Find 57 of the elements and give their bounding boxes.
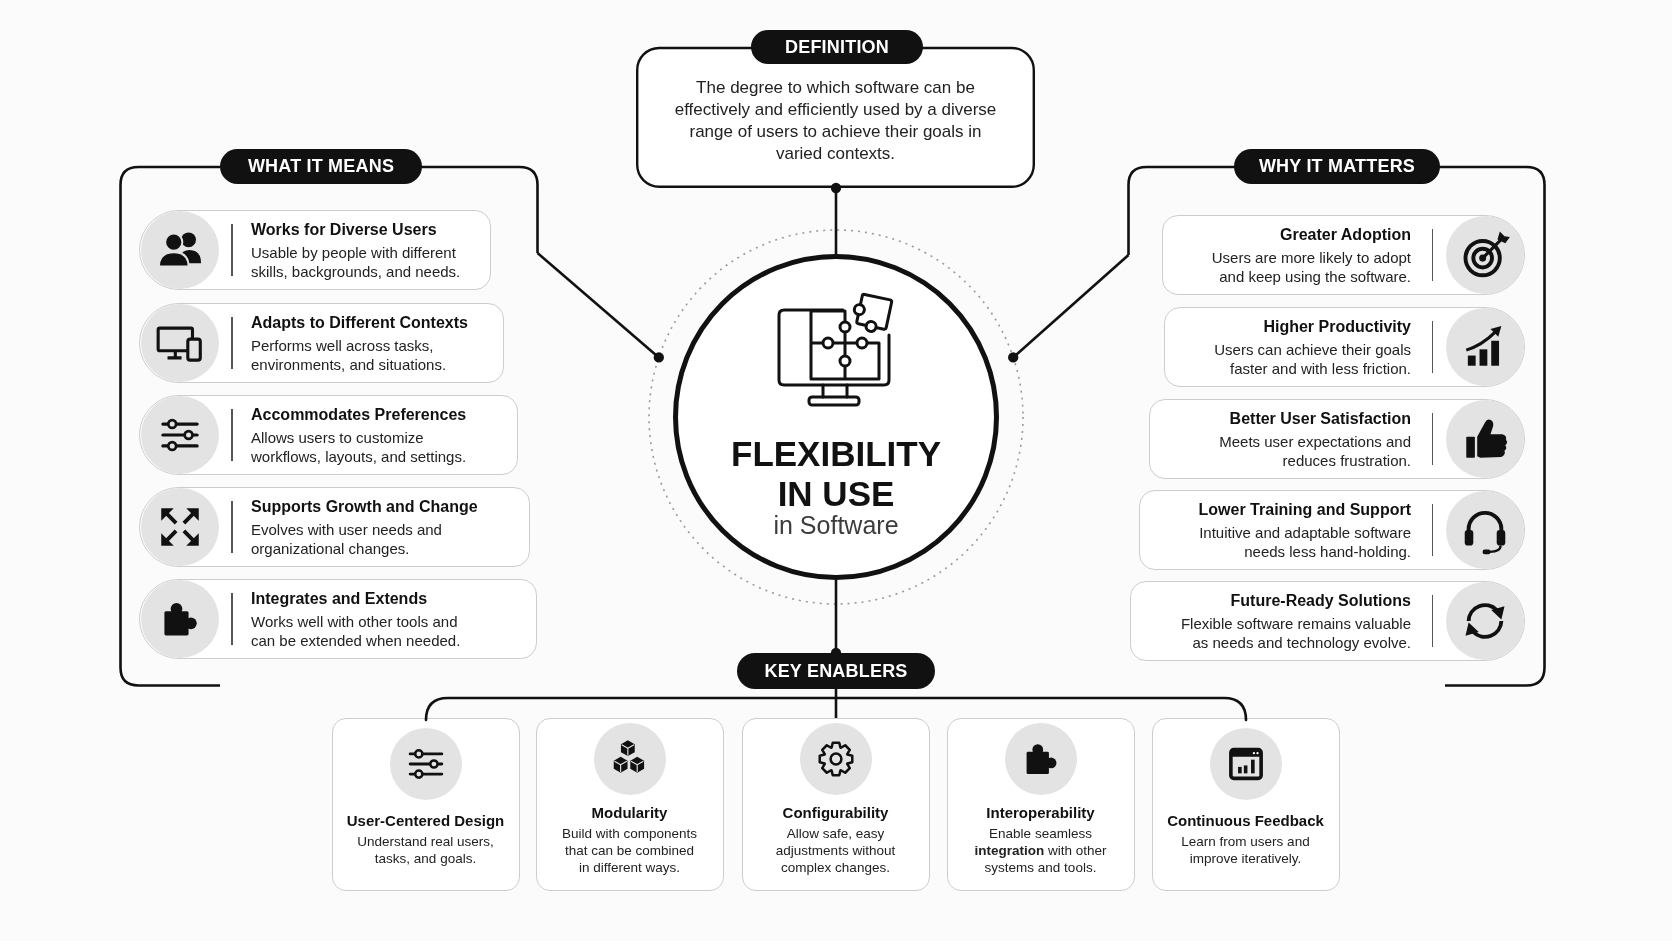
connector-line [830, 182, 842, 254]
item-description: Works well with other tools and can be extended when needed. [251, 611, 462, 650]
item-description: Users can achieve their goals faster and with less friction. [1213, 339, 1411, 378]
enabler-card [332, 718, 520, 891]
benefit-card [1164, 307, 1525, 387]
item-description: Performs well across tasks, environments, and situations. [251, 335, 448, 374]
feature-card [139, 210, 491, 290]
item-description: Allows users to customize workflows, layouts, and settings. [251, 427, 468, 466]
enabler-description: Learn from users and improve iteratively. [1180, 833, 1311, 867]
enabler-description: Understand real users, tasks, and goals. [356, 833, 495, 867]
item-title: Integrates and Extends [251, 588, 428, 609]
item-description: Intuitive and adaptable software needs less hand-holding. [1198, 522, 1411, 561]
item-title: Lower Training and Support [1198, 499, 1411, 520]
enabler-title: Configurability [782, 803, 889, 823]
enabler-card [742, 718, 930, 891]
section-heading: WHAT IT MEANS [220, 149, 422, 184]
enabler-title: Interoperability [986, 803, 1095, 823]
enabler-card [947, 718, 1135, 891]
item-title: Better User Satisfaction [1229, 408, 1411, 429]
item-title: Adapts to Different Contexts [251, 312, 468, 333]
section-panel [119, 149, 539, 687]
connector-line [536, 252, 664, 363]
item-description: Evolves with user needs and organizational changes. [251, 519, 443, 558]
enabler-title: User-Centered Design [346, 811, 505, 831]
enabler-card [1152, 718, 1340, 891]
feature-card [139, 579, 537, 659]
enabler-card [536, 718, 724, 891]
section-heading: DEFINITION [751, 30, 923, 64]
item-description: Meets user expectations and reduces frustration. [1218, 431, 1411, 470]
feature-card [139, 395, 518, 475]
enabler-title: Continuous Feedback [1167, 811, 1324, 831]
enabler-description: Enable seamless integration with other systems and tools. [973, 825, 1108, 876]
section-panel [1127, 149, 1546, 687]
section-heading: WHY IT MATTERS [1234, 149, 1440, 184]
item-description: Users are more likely to adopt and keep using the software. [1210, 247, 1411, 286]
benefit-card [1149, 399, 1525, 479]
enabler-description: Build with components that can be combined in different ways. [560, 825, 699, 876]
enabler-title: Modularity [591, 803, 668, 823]
definition-text: The degree to which software can be effectively and efficiently used by a diverse range of users to achieve their goals in varied contexts. [673, 77, 998, 165]
enabler-description: Allow safe, easy adjustments without complex changes. [774, 825, 897, 876]
feature-card [139, 487, 530, 567]
item-title: Supports Growth and Change [251, 496, 478, 517]
section-heading: KEY ENABLERS [737, 653, 935, 689]
item-title: Higher Productivity [1263, 316, 1411, 337]
item-title: Accommodates Preferences [251, 404, 467, 425]
definition-panel [636, 30, 1035, 188]
item-description: Flexible software remains valuable as needs and technology evolve. [1179, 613, 1411, 652]
item-description: Usable by people with different skills, backgrounds, and needs. [251, 242, 462, 281]
item-title: Greater Adoption [1280, 224, 1411, 245]
benefit-card [1162, 215, 1525, 295]
feature-card [139, 303, 504, 383]
item-title: Future-Ready Solutions [1230, 590, 1411, 611]
benefit-card [1139, 490, 1525, 570]
connector-line [1008, 254, 1130, 363]
connector-line [424, 687, 1248, 722]
item-title: Works for Diverse Users [251, 219, 437, 240]
benefit-card [1130, 581, 1525, 661]
